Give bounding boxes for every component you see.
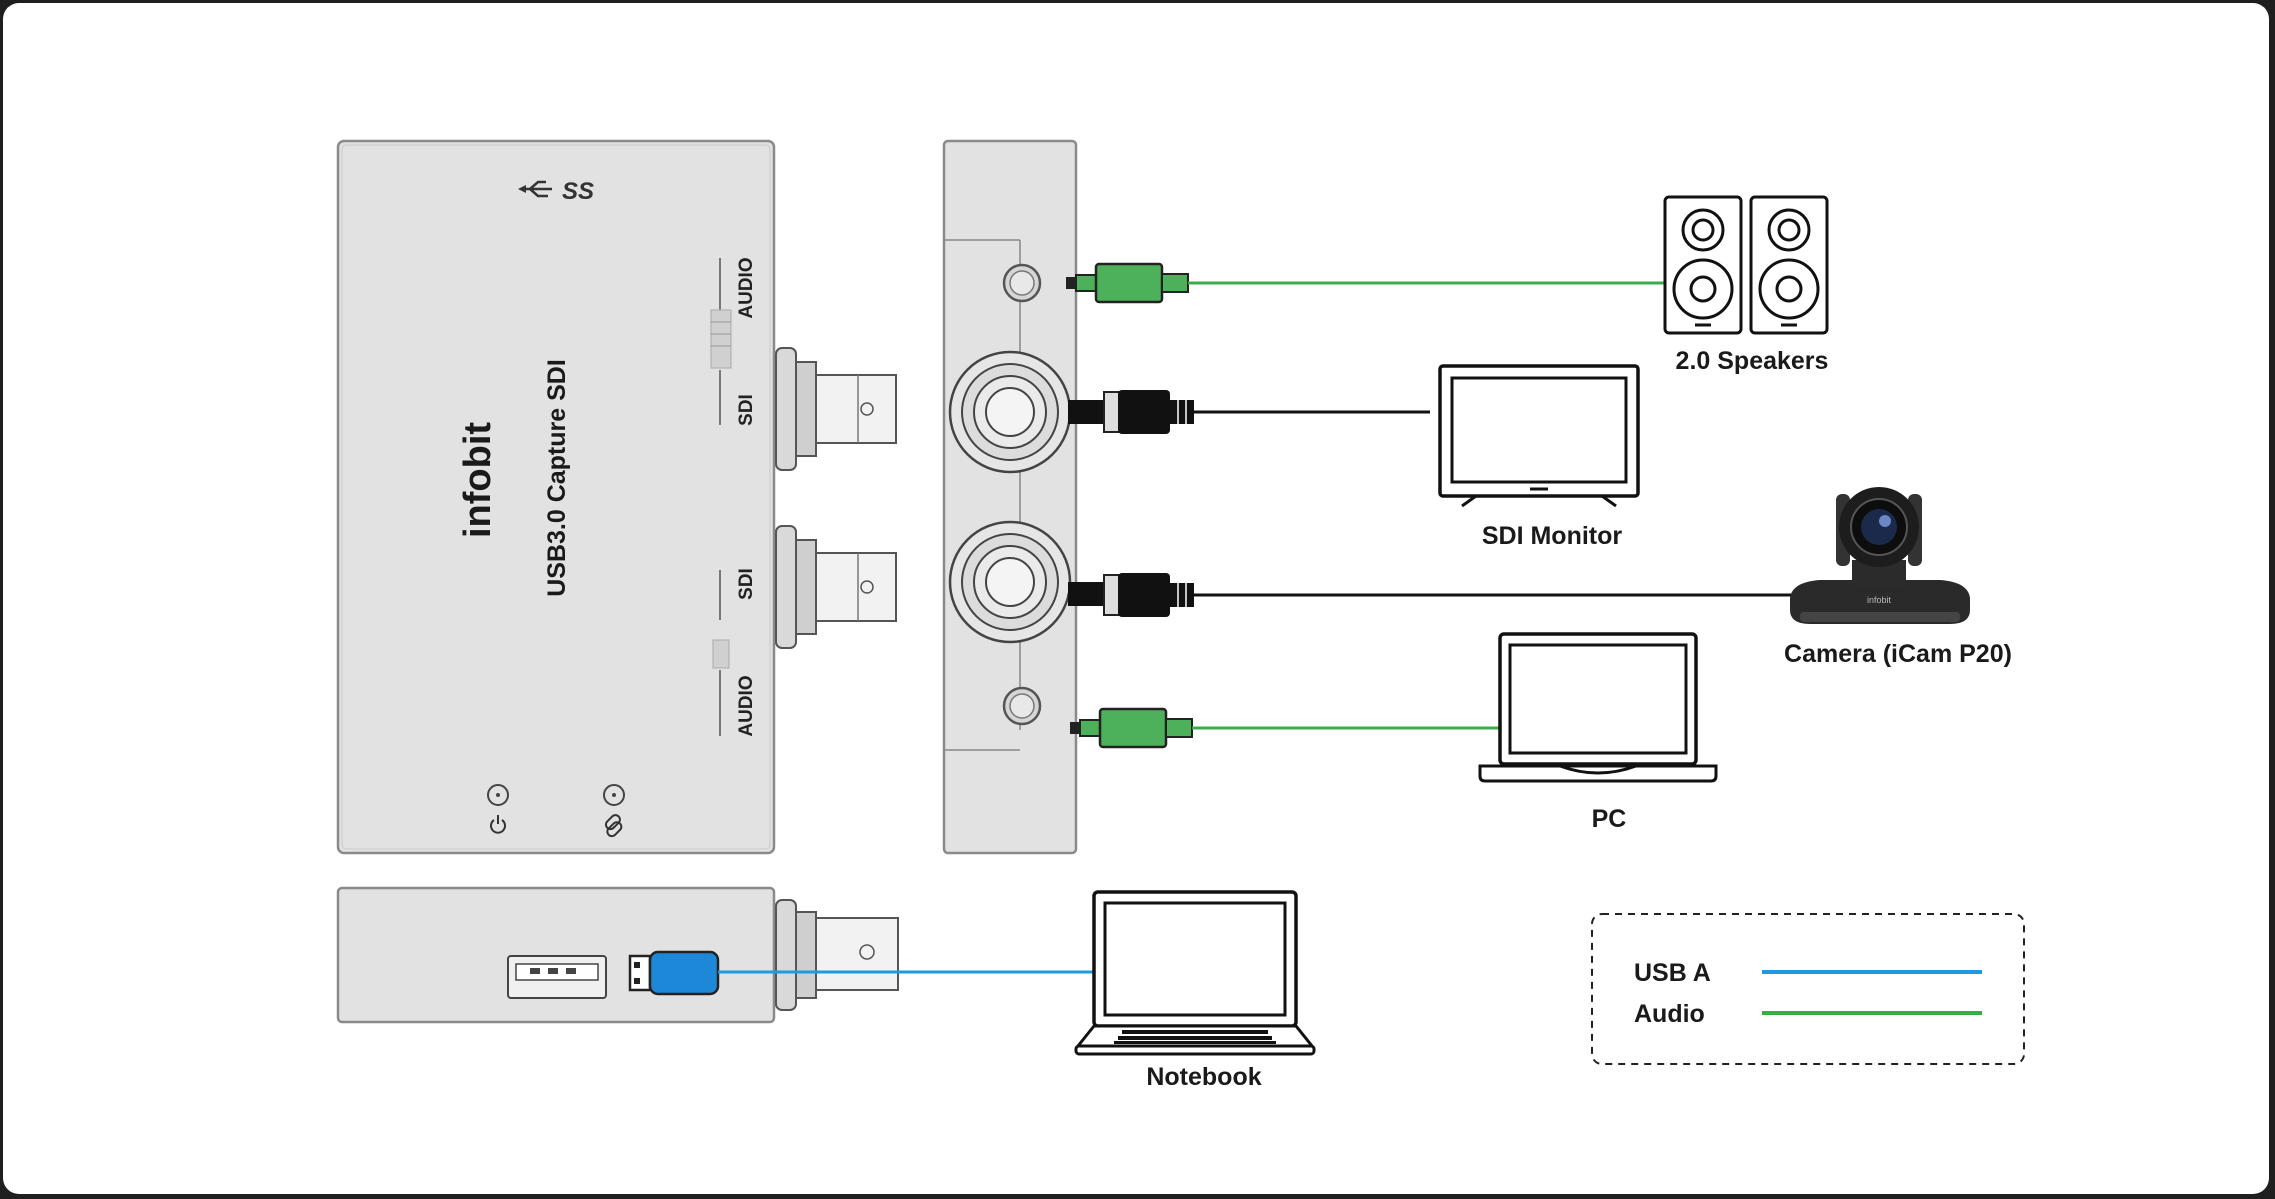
sdi-port-top [948, 350, 1072, 474]
sdi-monitor-label: SDI Monitor [1482, 522, 1623, 550]
label-audio-top: AUDIO [736, 257, 757, 318]
brand-logo: infobit [457, 422, 499, 538]
device-brand-group: infobit [457, 422, 499, 538]
monitor-icon [1438, 364, 1640, 508]
audio-cable-pc [1070, 707, 1502, 749]
label-sdi-top: SDI [736, 394, 757, 426]
usb-plug [628, 950, 720, 996]
label-sdi-bottom: SDI [736, 568, 757, 600]
capture-device-port-panel [942, 139, 1078, 855]
power-led [487, 784, 509, 806]
device-model-group: USB3.0 Capture SDI [543, 359, 571, 597]
camera-label: Camera (iCam P20) [1784, 640, 2012, 668]
model-name: USB3.0 Capture SDI [543, 359, 571, 597]
sdi-cable-monitor [1068, 390, 1430, 434]
svg-text:infobit: infobit [1867, 595, 1892, 605]
speakers-icon [1663, 195, 1829, 335]
audio-jack-top [710, 309, 732, 369]
cables [718, 262, 1800, 974]
ptz-camera-icon: infobit [1790, 487, 1970, 624]
usb-superspeed-icon: SS [518, 178, 594, 205]
label-audio-bottom: AUDIO [736, 675, 757, 736]
sdi-port-bottom [948, 520, 1072, 644]
pc-label: PC [1592, 805, 1627, 833]
speakers-label: 2.0 Speakers [1676, 347, 1829, 375]
link-led [603, 784, 625, 806]
bnc-connector-bottom [775, 525, 897, 649]
sdi-cable-camera [1068, 573, 1800, 617]
usb-logo-text: SS [562, 178, 594, 205]
legend-audio-label: Audio [1634, 1000, 1705, 1028]
pc-laptop-icon [1478, 632, 1718, 783]
capture-device-top-view: SS infobit USB3.0 Capture SDI AUDIO SDI … [336, 139, 897, 855]
capture-device-usb-side [336, 886, 899, 1024]
audio-jack-bottom [712, 639, 730, 669]
legend-usb-label: USB A [1634, 959, 1711, 987]
legend: USB A Audio [1591, 913, 2025, 1065]
audio-cable-speakers [1066, 262, 1664, 304]
notebook-laptop-icon [1074, 890, 1316, 1056]
power-icon [490, 815, 506, 834]
notebook-label: Notebook [1146, 1063, 1261, 1091]
bnc-connector-top [775, 347, 897, 471]
link-icon [604, 814, 623, 838]
